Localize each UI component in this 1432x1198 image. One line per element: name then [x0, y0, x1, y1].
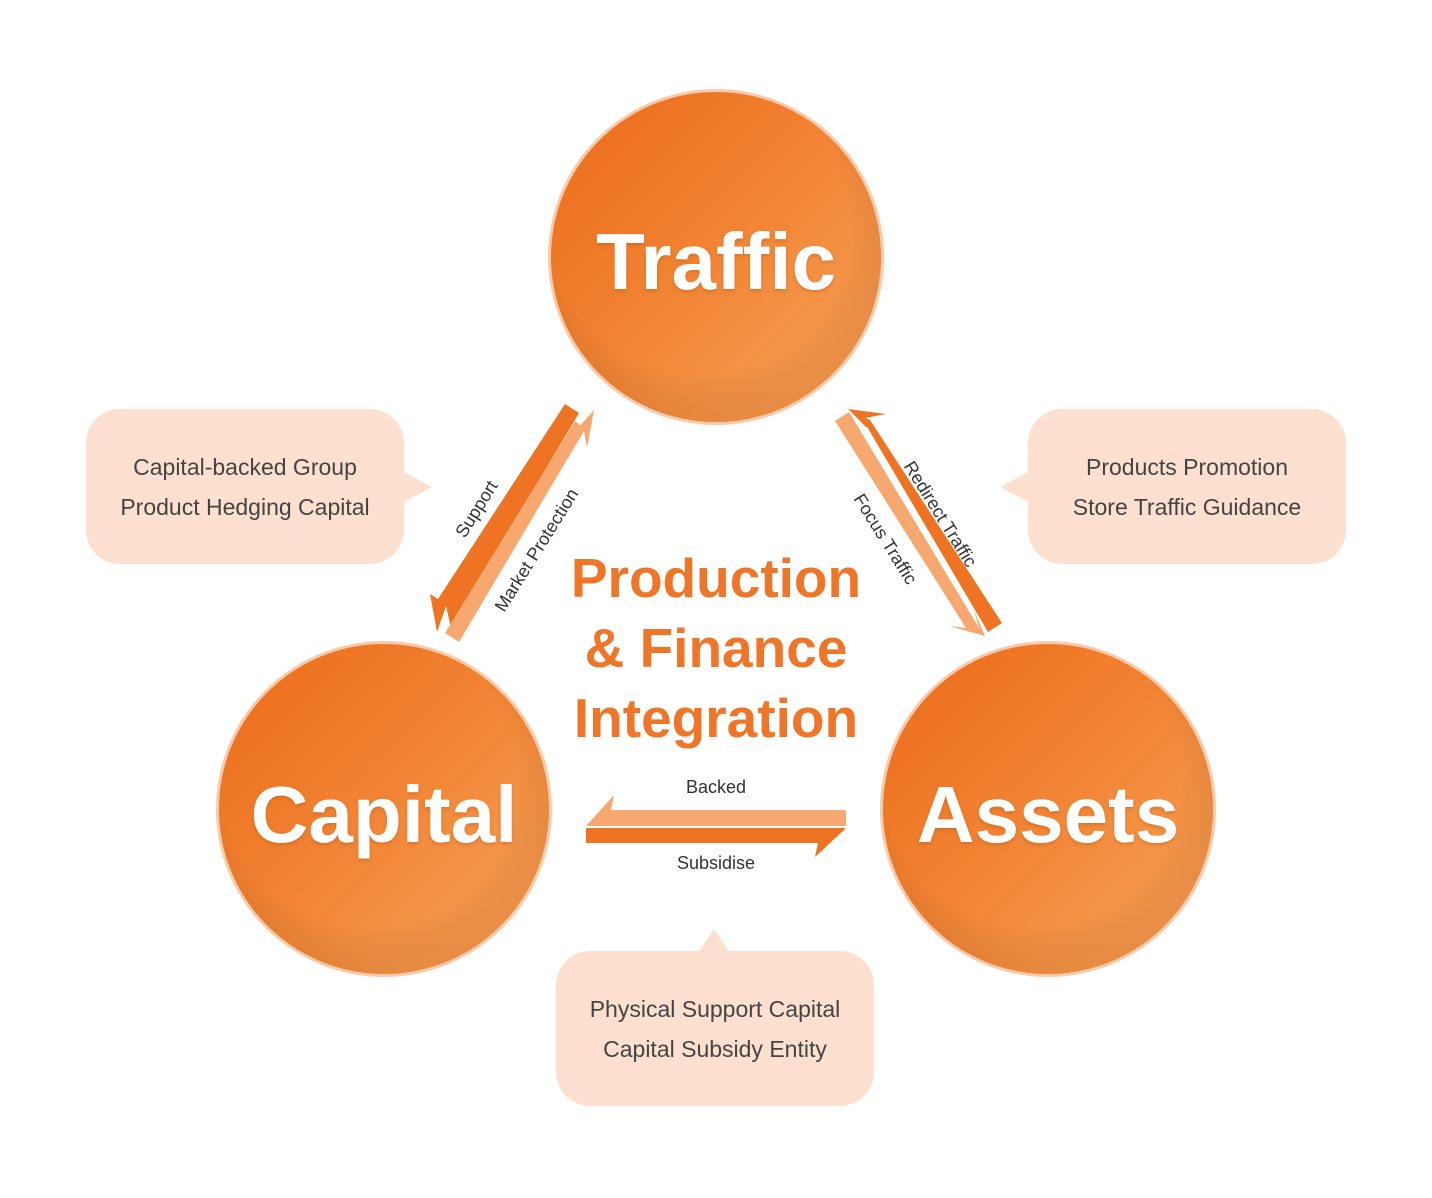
bubble-line: Product Hedging Capital — [120, 493, 370, 520]
bubble-tail — [698, 929, 730, 953]
center-title-line-3: Integration — [573, 687, 859, 749]
bubble-tail — [402, 471, 432, 503]
assets-circle — [880, 641, 1216, 977]
arrow-subsidise — [586, 828, 846, 857]
arrow-focus-traffic — [835, 412, 985, 636]
arrow-market-protection — [445, 410, 594, 642]
bubble-line: Store Traffic Guidance — [1072, 493, 1302, 520]
traffic-label: Traffic — [595, 217, 837, 306]
center-title: Production & Finance Integration — [516, 543, 916, 753]
bubble-tail — [1000, 471, 1030, 503]
arrow-support — [430, 404, 579, 632]
bottom-info-bubble: Physical Support Capital Capital Subsidy… — [556, 929, 874, 1106]
backed-label: Backed — [685, 777, 747, 797]
bubble-line: Capital Subsidy Entity — [603, 1035, 827, 1062]
center-title-line-2: & Finance — [584, 617, 848, 679]
traffic-circle — [548, 89, 884, 425]
capital-label: Capital — [250, 770, 518, 859]
capital-info-bubble: Capital-backed Group Product Hedging Cap… — [86, 409, 432, 564]
arrow-backed — [586, 795, 846, 826]
subsidise-label: Subsidise — [676, 853, 756, 873]
arrow-redirect-traffic — [848, 409, 1002, 632]
center-title-line-1: Production — [570, 547, 862, 609]
assets-label: Assets — [916, 770, 1180, 859]
bubble-line: Capital-backed Group — [133, 453, 357, 480]
capital-circle — [216, 641, 552, 977]
bubble-line: Products Promotion — [1086, 453, 1288, 480]
bubble-line: Physical Support Capital — [589, 995, 841, 1022]
traffic-assets-info-bubble: Products Promotion Store Traffic Guidanc… — [1000, 409, 1346, 564]
